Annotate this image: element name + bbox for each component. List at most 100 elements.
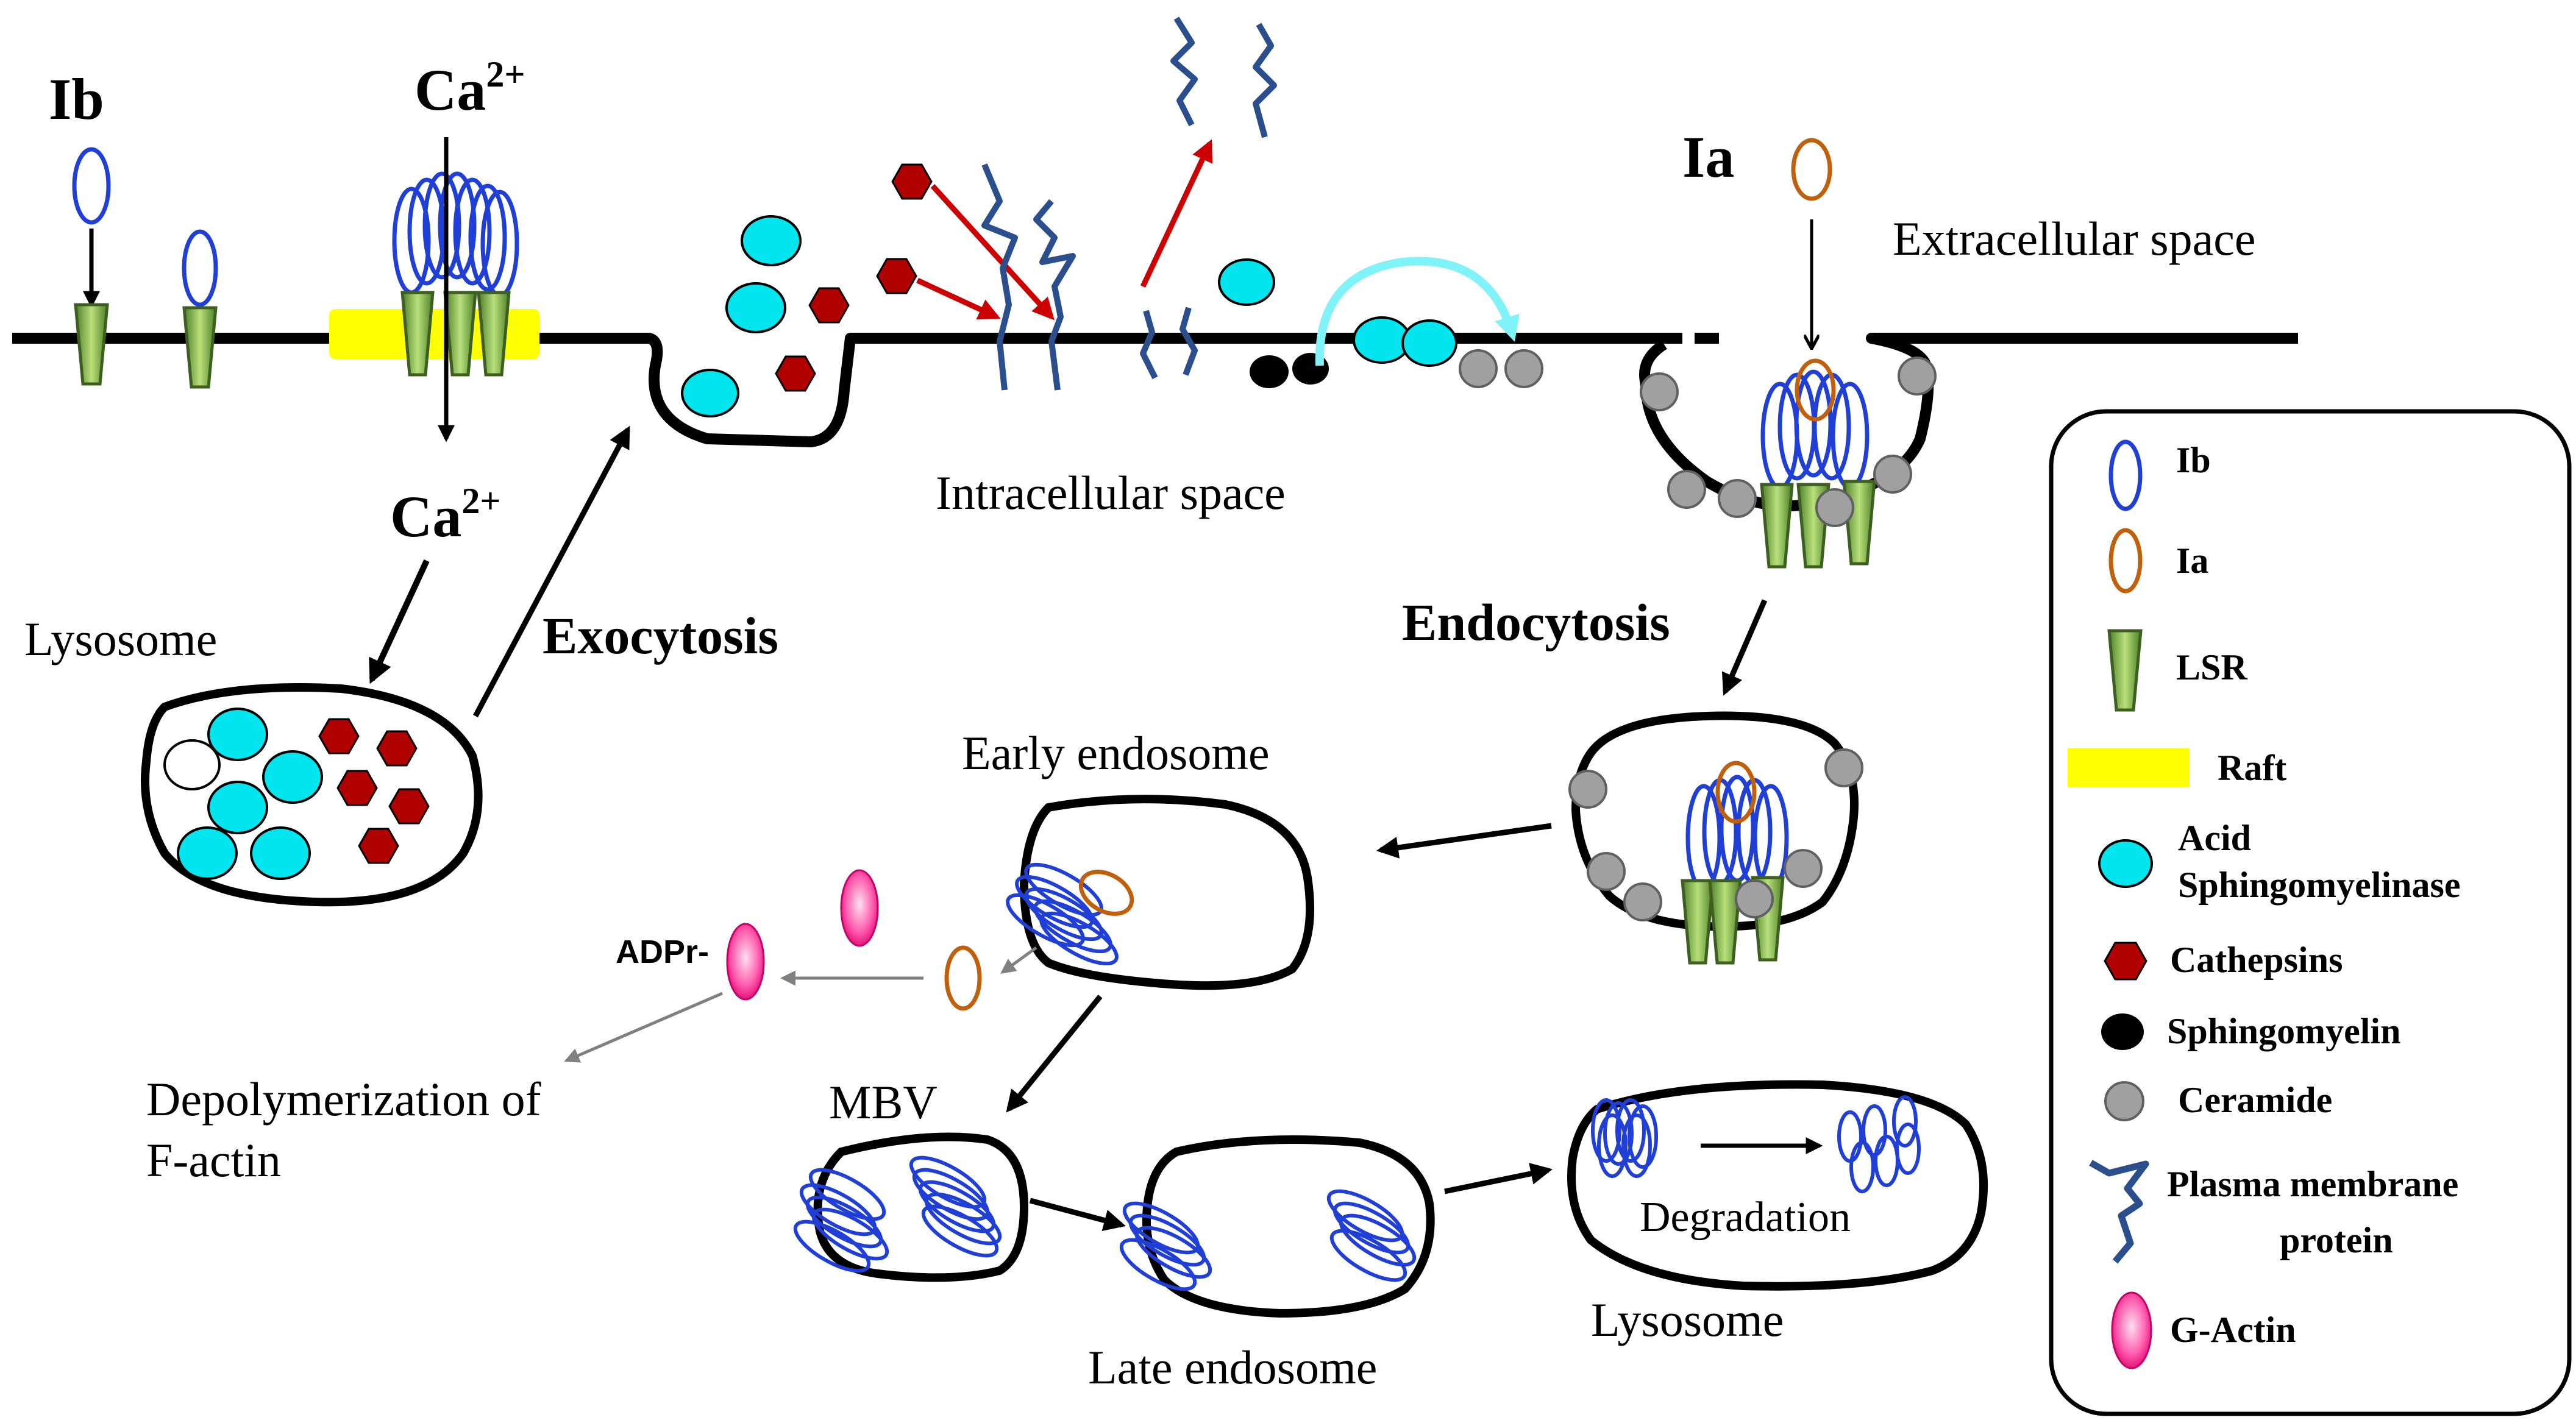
ia-toxin [1791,138,1832,201]
acid-sphingomyelinase [681,369,739,417]
g-actin-icon [2111,1291,2152,1369]
raft-icon [2068,748,2190,787]
legend-label-protein: protein [2280,1220,2393,1260]
legend-label-sphingomyelinase: Sphingomyelinase [2178,865,2460,905]
acid-sphingomyelinase [1401,319,1457,367]
ia-toxin-bound [1715,761,1757,824]
lsr-receptor [443,291,477,377]
cathepsin [876,258,917,294]
lsr-receptor [74,303,109,386]
ib-cluster [1591,1098,1658,1178]
legend-item-acid-sphingomyelinase: Acid Sphingomyelinase [2098,818,2460,905]
ib-oligomer [1760,369,1870,490]
legend-box [2049,409,2572,1416]
ia-toxin [944,945,982,1011]
ceramide-cluster [1640,357,1937,527]
adp-ribosylation-group: ADPr- Depolymerization of F-actin [146,869,982,1187]
exocytosis-arrow [473,425,630,718]
ib-binding-group: Ib [49,66,218,389]
ib-toxin [72,147,111,225]
legend-item-sphingomyelin: Sphingomyelin [2101,1011,2400,1051]
acid-sphingomyelinase-icon [2098,839,2153,888]
released-membrane-protein [1170,16,1277,138]
lsr-receptor [1760,483,1794,569]
ceramide-cluster [1568,748,1863,921]
exocytosis-label: Exocytosis [543,606,778,665]
legend-item-g-actin: G-Actin [2111,1291,2296,1369]
lsr-icon [2107,629,2143,712]
cleaved-membrane-protein [1140,307,1198,380]
ca-to-lysosome-arrow [369,559,430,684]
endocytosis-label: Endocytosis [1402,593,1670,651]
g-actin-modified [726,923,765,1001]
cathepsin [891,163,933,200]
lsr-receptor [477,291,511,377]
legend-item-raft: Raft [2068,748,2286,788]
ib-icon [2108,439,2143,511]
depolymerization-arrow [564,992,723,1063]
legend-label-acid: Acid [2178,818,2251,858]
degraded-ib [1837,1095,1921,1193]
legend-label-ceramide: Ceramide [2178,1080,2332,1120]
ia-release-arrow [1000,946,1037,974]
legend-label-sphingomyelin: Sphingomyelin [2167,1011,2400,1051]
ib-cluster [1119,1189,1417,1291]
mbv-label: MBV [829,1076,938,1129]
legend-item-lsr: LSR [2107,629,2247,712]
lsr-receptor [1708,879,1742,965]
cathepsin-action-arrow [930,183,1055,321]
legend-item-plasma-membrane-protein: Plasma membrane protein [2089,1160,2458,1264]
acid-sphingomyelinase [1353,316,1411,364]
cathepsin-icon [2104,942,2147,981]
acid-sphingomyelinase-cluster [177,708,323,880]
cathepsin-cluster [318,718,430,864]
legend-label-cathepsins: Cathepsins [2170,940,2343,980]
legend-label-raft: Raft [2218,748,2286,788]
ia-toxin-bound [1795,358,1836,422]
mbv: MBV [793,1076,1029,1282]
legend-item-cathepsins: Cathepsins [2104,940,2343,981]
ib-cluster [793,1155,1002,1273]
depolymerization-label-line2: F-actin [146,1134,281,1187]
acid-sphingomyelinase [1218,258,1275,306]
extracellular-space-label: Extracellular space [1893,212,2255,265]
ib-oligomer [392,171,519,298]
ca-channel-group: Ca2+ Ca2+ [369,54,525,684]
ceramide [1504,349,1543,388]
endocytosis-group: Ia Extracellular space Endocytosis [1402,124,2255,696]
endocytic-vesicle [1568,711,1863,965]
sphingomyelin-icon [2101,1013,2144,1050]
plasma-membrane-protein [981,163,1076,391]
to-early-endosome-arrow [1376,823,1552,859]
adpr-label: ADPr- [616,934,709,970]
g-actin [840,869,879,947]
ib-toxin-bound [182,229,218,307]
lysosome-bottom-label: Lysosome [1591,1293,1784,1346]
released-protein-arrow [1140,139,1213,288]
legend-label-plasma-membrane: Plasma membrane [2167,1164,2458,1204]
ca-mid-label: Ca2+ [390,481,501,549]
to-mbv-arrow [1006,995,1103,1113]
sphingomyelin [1250,355,1289,388]
ia-toxin-bound [1078,870,1134,916]
lsr-receptor [1681,879,1715,965]
lysosome-left: Lysosome [24,612,483,907]
endocytosis-arrow [1721,599,1768,696]
ceramide-icon [2104,1081,2144,1121]
recycle-arrow [1315,257,1520,366]
cathepsin-cleavage [876,16,1277,391]
depolymerization-label-line1: Depolymerization of [146,1073,541,1126]
late-endosome-label: Late endosome [1088,1341,1377,1394]
lysosome-bottom-membrane [1567,1080,1988,1291]
legend-item-ceramide: Ceramide [2104,1080,2332,1121]
ib-top-label: Ib [49,66,104,132]
acid-sphingomyelinase [725,282,786,333]
intracellular-space-label: Intracellular space [936,466,1286,519]
lsr-receptor [400,291,435,377]
late-endosome: Late endosome [1088,1135,1435,1394]
to-lysosome-arrow [1444,1163,1553,1194]
empty-vesicle [163,739,221,790]
legend: Ib Ia LSR Raft Acid Sphingomyelinase Cat… [2049,409,2572,1416]
ia-icon [2108,528,2143,594]
